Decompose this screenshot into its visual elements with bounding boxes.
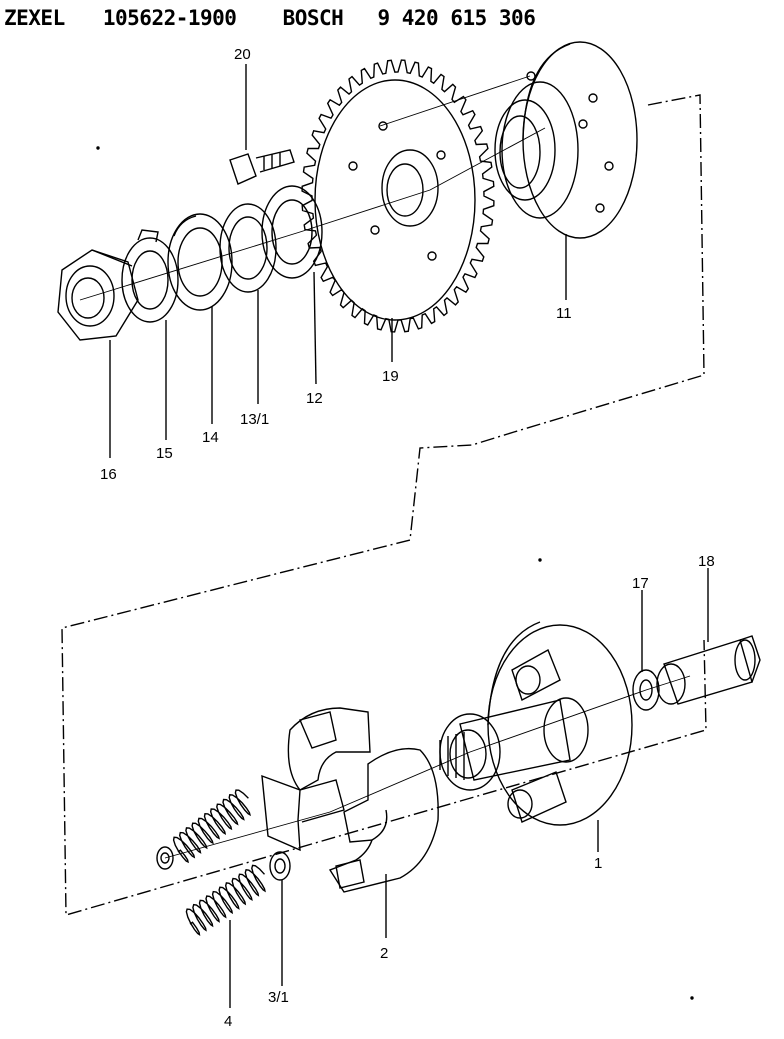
part-15-lock-washer <box>121 229 179 323</box>
brand-zexel: ZEXEL <box>4 6 65 30</box>
part-20-bolt <box>229 149 295 185</box>
callout-3-1: 3/1 <box>268 989 289 1006</box>
leader-12 <box>313 271 317 385</box>
part-2-flyweight-lower <box>328 747 439 893</box>
bosch-part-number: 9 420 615 306 <box>377 6 536 30</box>
part-4-spring <box>172 789 266 937</box>
brand-bosch: BOSCH <box>282 6 344 30</box>
callout-12: 12 <box>306 390 323 407</box>
callout-19: 19 <box>382 368 399 385</box>
callout-13-1: 13/1 <box>240 411 269 428</box>
part-19-timing-gear <box>301 59 495 333</box>
callout-15: 15 <box>156 445 173 462</box>
callout-2: 2 <box>380 945 388 962</box>
flyweight-upper <box>261 707 371 852</box>
callout-17: 17 <box>632 575 649 592</box>
part-1-drive-plate-shaft <box>439 621 633 826</box>
part-17-washer <box>632 669 660 711</box>
part-18-pin <box>656 635 761 705</box>
diagram-header: ZEXEL 105622-1900 BOSCH 9 420 615 306 <box>4 6 536 36</box>
part-16-hex-nut <box>57 249 139 341</box>
part-14-spacer-ring <box>167 213 233 311</box>
callout-4: 4 <box>224 1013 232 1030</box>
callout-14: 14 <box>202 429 219 446</box>
zexel-part-number: 105622-1900 <box>102 6 237 30</box>
spring-cap-upper <box>156 846 174 870</box>
callout-11: 11 <box>556 305 572 322</box>
assembly-outline-frame <box>61 94 707 916</box>
part-3-1-washer <box>269 851 291 881</box>
part-12-washer <box>261 185 323 279</box>
part-11-flange-hub <box>494 41 638 239</box>
callout-1: 1 <box>594 855 602 872</box>
callout-18: 18 <box>698 553 715 570</box>
callout-20: 20 <box>234 46 251 63</box>
callout-16: 16 <box>100 466 117 483</box>
